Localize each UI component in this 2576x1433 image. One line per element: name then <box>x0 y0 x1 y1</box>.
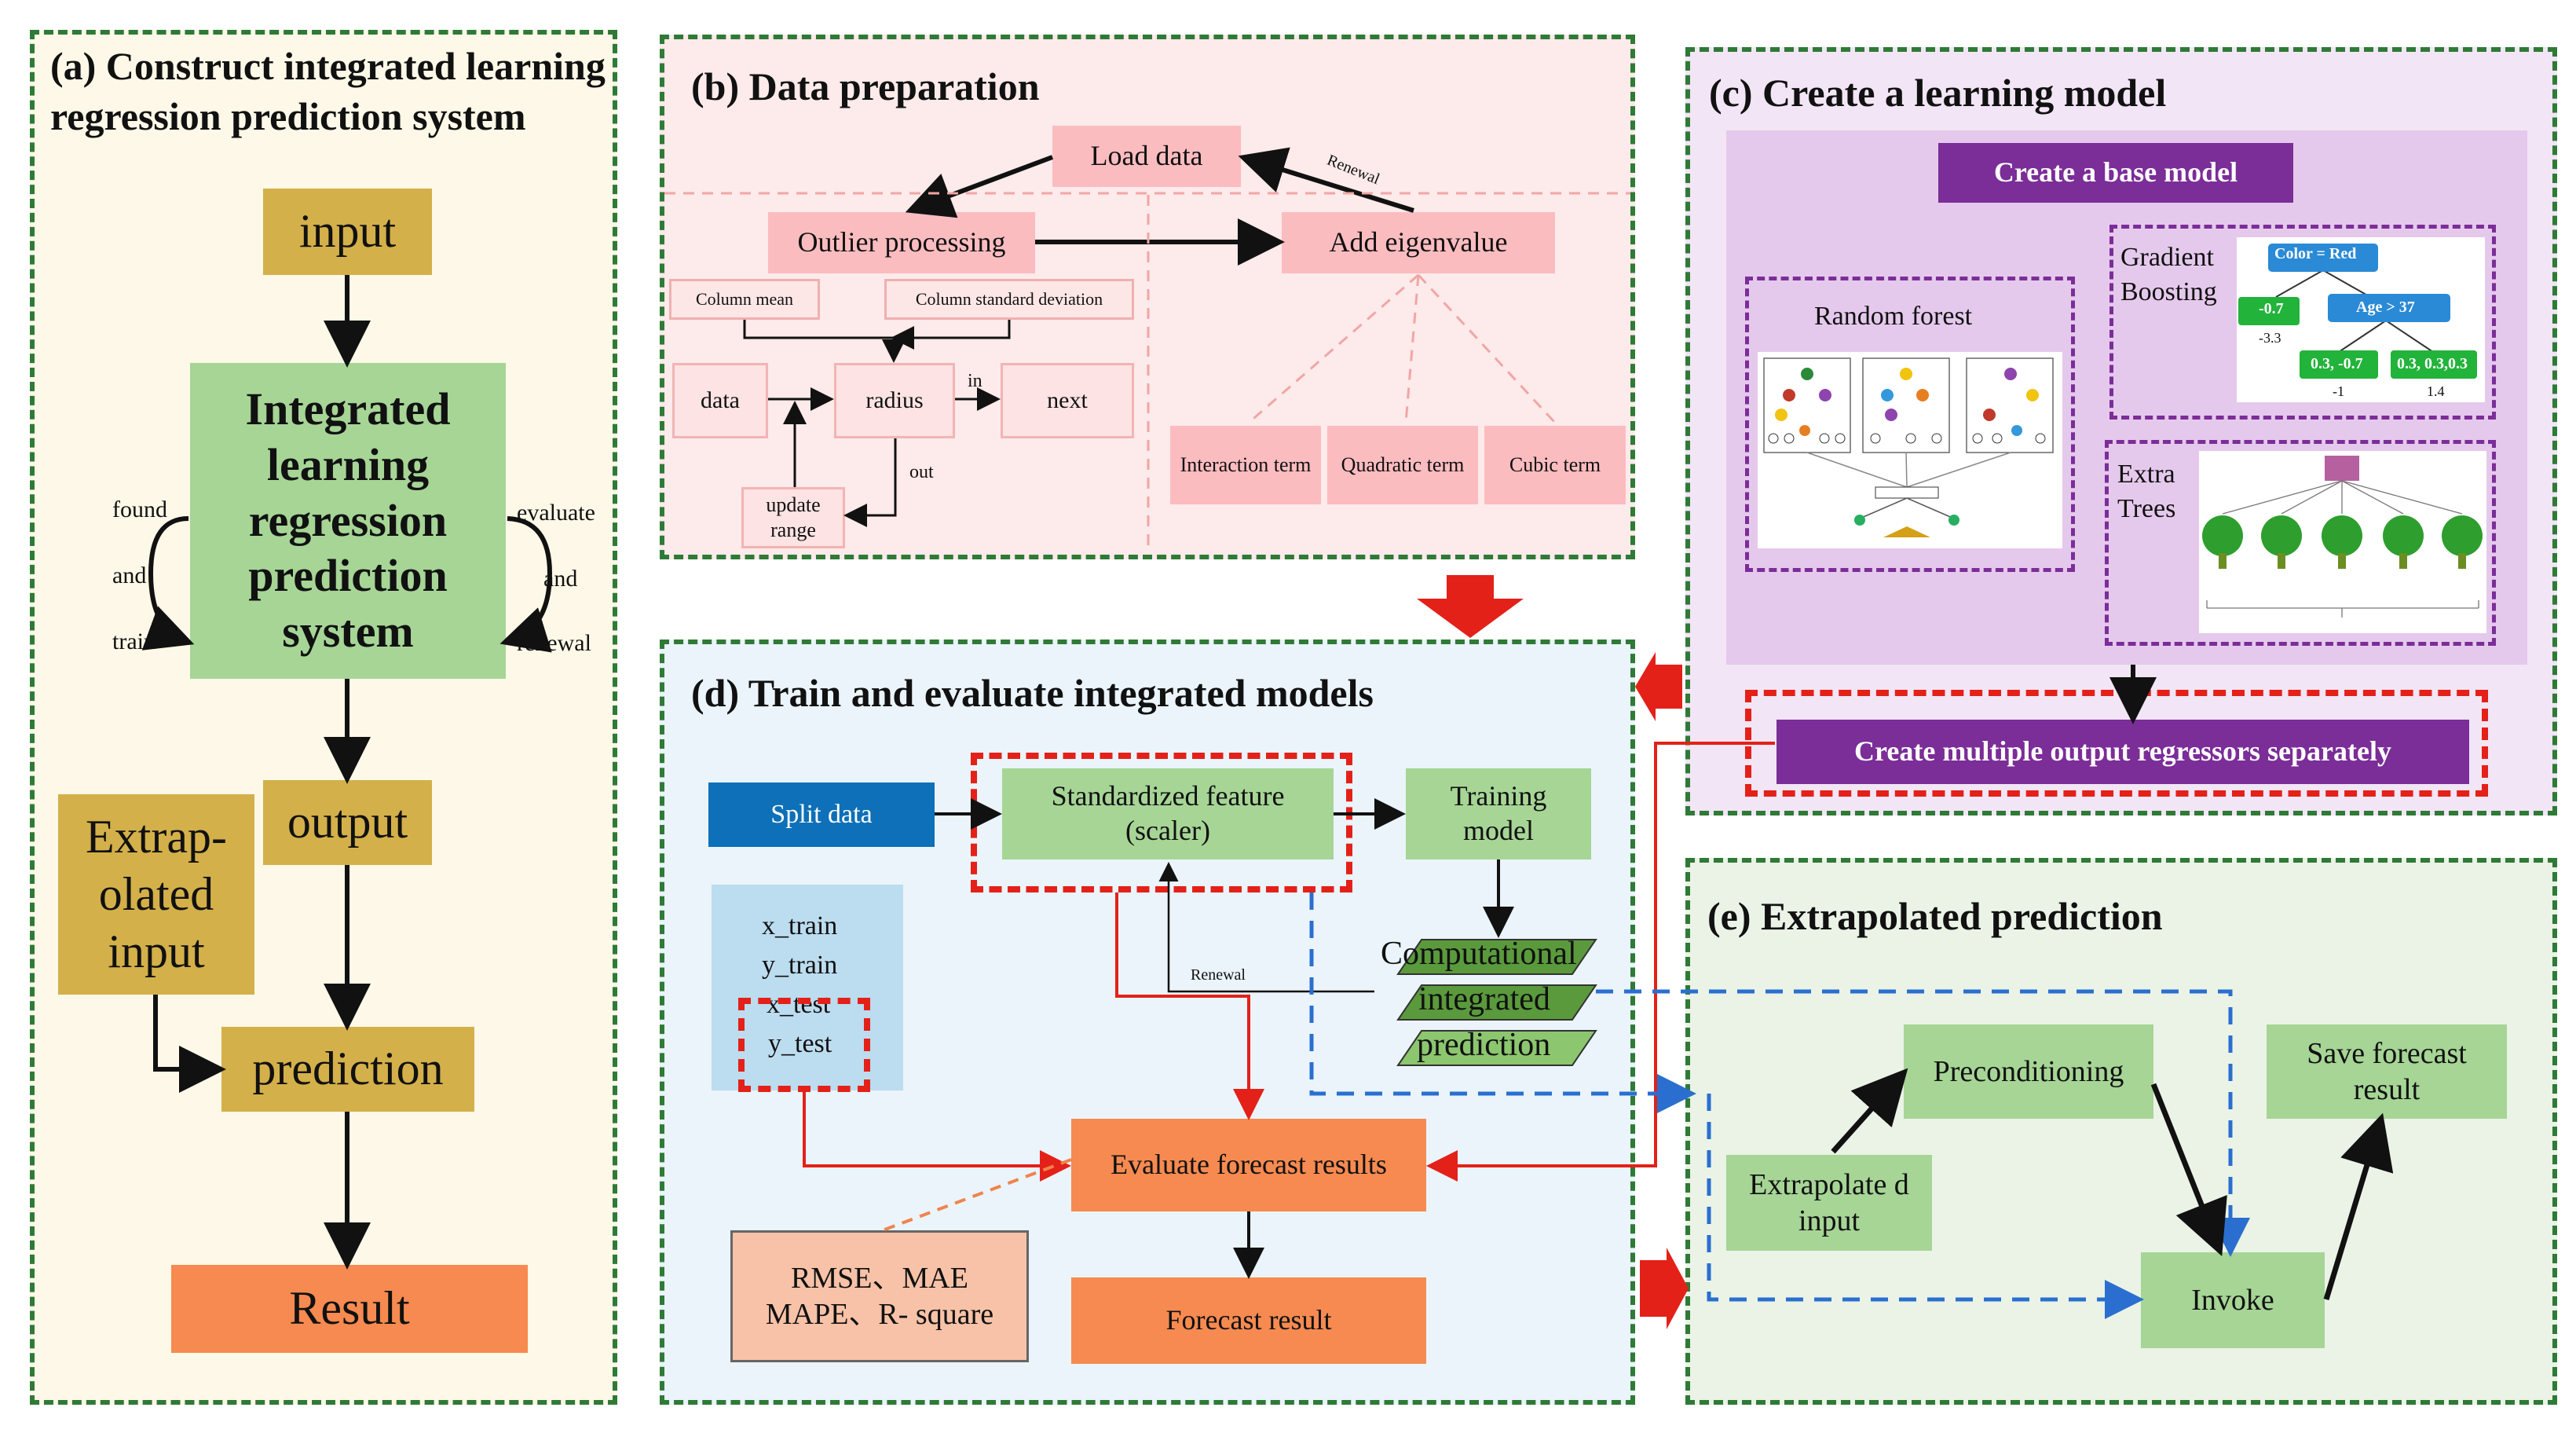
extra-trees-label: Extra Trees <box>2117 460 2176 524</box>
test-red-frame <box>738 998 870 1092</box>
renewal-label: renewal <box>517 630 591 656</box>
gb-v1-label: -3.3 <box>2259 330 2281 346</box>
metrics-box: RMSE、MAE MAPE、R- square <box>730 1230 1029 1362</box>
x-test-label: x_test <box>767 990 831 1019</box>
preconditioning-box: Preconditioning <box>1904 1024 2153 1119</box>
result-box: Result <box>171 1265 528 1353</box>
panel-b-title: (b) Data preparation <box>691 64 1040 108</box>
output-box: output <box>263 780 432 865</box>
gb-leaf2-label: 0.3, 0.3,0.3 <box>2397 355 2468 372</box>
gb-root-label: Color = Red <box>2274 245 2357 262</box>
random-forest-trees-icon <box>1763 357 2054 537</box>
metrics-line-1: RMSE、MAE <box>791 1261 968 1295</box>
metrics-line-2: MAPE、R- square <box>765 1298 994 1331</box>
random-forest-label: Random forest <box>1814 302 1973 331</box>
integrated-label: integrated <box>1418 981 1550 1017</box>
extra-trees-image <box>2199 451 2486 633</box>
gb-leaf1-label: 0.3, -0.7 <box>2311 355 2363 372</box>
gb-v2-label: -1 <box>2333 383 2344 399</box>
x-train-label: x_train <box>762 911 838 940</box>
renewal-label-d: Renewal <box>1191 966 1246 984</box>
gb-v3-label: 1.4 <box>2427 383 2445 399</box>
cubic-term-box: Cubic term <box>1484 426 1626 504</box>
input-box: input <box>263 189 432 275</box>
outlier-processing-box: Outlier processing <box>768 212 1035 273</box>
column-mean-box: Column mean <box>669 279 820 320</box>
gb-left-label: -0.7 <box>2259 300 2284 317</box>
interaction-term-box: Interaction term <box>1170 426 1321 504</box>
radius-box: radius <box>834 363 955 438</box>
evaluate-forecast-box: Evaluate forecast results <box>1071 1119 1426 1211</box>
evaluate-label: evaluate <box>517 500 595 526</box>
panel-e-title: (e) Extrapolated prediction <box>1707 894 2163 938</box>
train-label: train <box>112 629 156 654</box>
update-range-box: update range <box>741 487 845 548</box>
training-model-box: Training model <box>1406 768 1591 859</box>
panel-e: (e) Extrapolated prediction <box>1685 858 2557 1405</box>
add-eigenvalue-box: Add eigenvalue <box>1282 212 1555 273</box>
base-model-box: Create a base model <box>1938 143 2293 203</box>
found-label: found <box>112 497 167 522</box>
gradient-boosting-image <box>2237 237 2485 402</box>
y-train-label: y_train <box>762 951 838 980</box>
gb-right-label: Age > 37 <box>2356 299 2415 316</box>
and-label-right: and <box>543 566 578 592</box>
extrapolated-input-box: Extrap-olated input <box>58 794 254 995</box>
prediction-label-d: prediction <box>1417 1027 1551 1063</box>
prediction-box-a: prediction <box>221 1027 474 1112</box>
panel-c-title: (c) Create a learning model <box>1709 71 2167 115</box>
standardized-feature-box: Standardized feature (scaler) <box>1002 768 1334 859</box>
invoke-box: Invoke <box>2141 1252 2325 1348</box>
data-box: data <box>672 363 768 438</box>
gradient-boosting-tree-icon <box>2238 244 2477 379</box>
extra-trees-panel <box>2105 440 2496 646</box>
quadratic-term-box: Quadratic term <box>1327 426 1478 504</box>
random-forest-panel <box>1745 277 2075 572</box>
extrapolated-input-box-e: Extrapolate d input <box>1726 1155 1932 1251</box>
in-label: in <box>968 371 982 391</box>
gradient-boosting-panel <box>2109 225 2496 420</box>
multi-output-box: Create multiple output regressors separa… <box>1776 720 2469 784</box>
extra-trees-forest-icon <box>2202 456 2483 618</box>
integrated-system-box: Integrated learning regression predictio… <box>190 363 506 679</box>
load-data-box: Load data <box>1052 126 1241 187</box>
and-label-left: and <box>112 563 147 588</box>
save-forecast-box: Save forecast result <box>2267 1024 2507 1119</box>
forecast-result-box: Forecast result <box>1071 1277 1426 1364</box>
split-data-box: Split data <box>708 782 935 847</box>
out-label: out <box>909 462 934 482</box>
computational-label: Computational <box>1381 936 1577 972</box>
panel-a-title: (a) Construct integrated learning regres… <box>50 44 606 138</box>
random-forest-image <box>1758 352 2062 548</box>
column-std-box: Column standard deviation <box>884 279 1134 320</box>
gradient-boosting-label: Gradient Boosting <box>2120 243 2217 307</box>
panel-d-title: (d) Train and evaluate integrated models <box>691 671 1374 715</box>
next-box: next <box>1001 363 1134 438</box>
y-test-label: y_test <box>768 1029 832 1058</box>
